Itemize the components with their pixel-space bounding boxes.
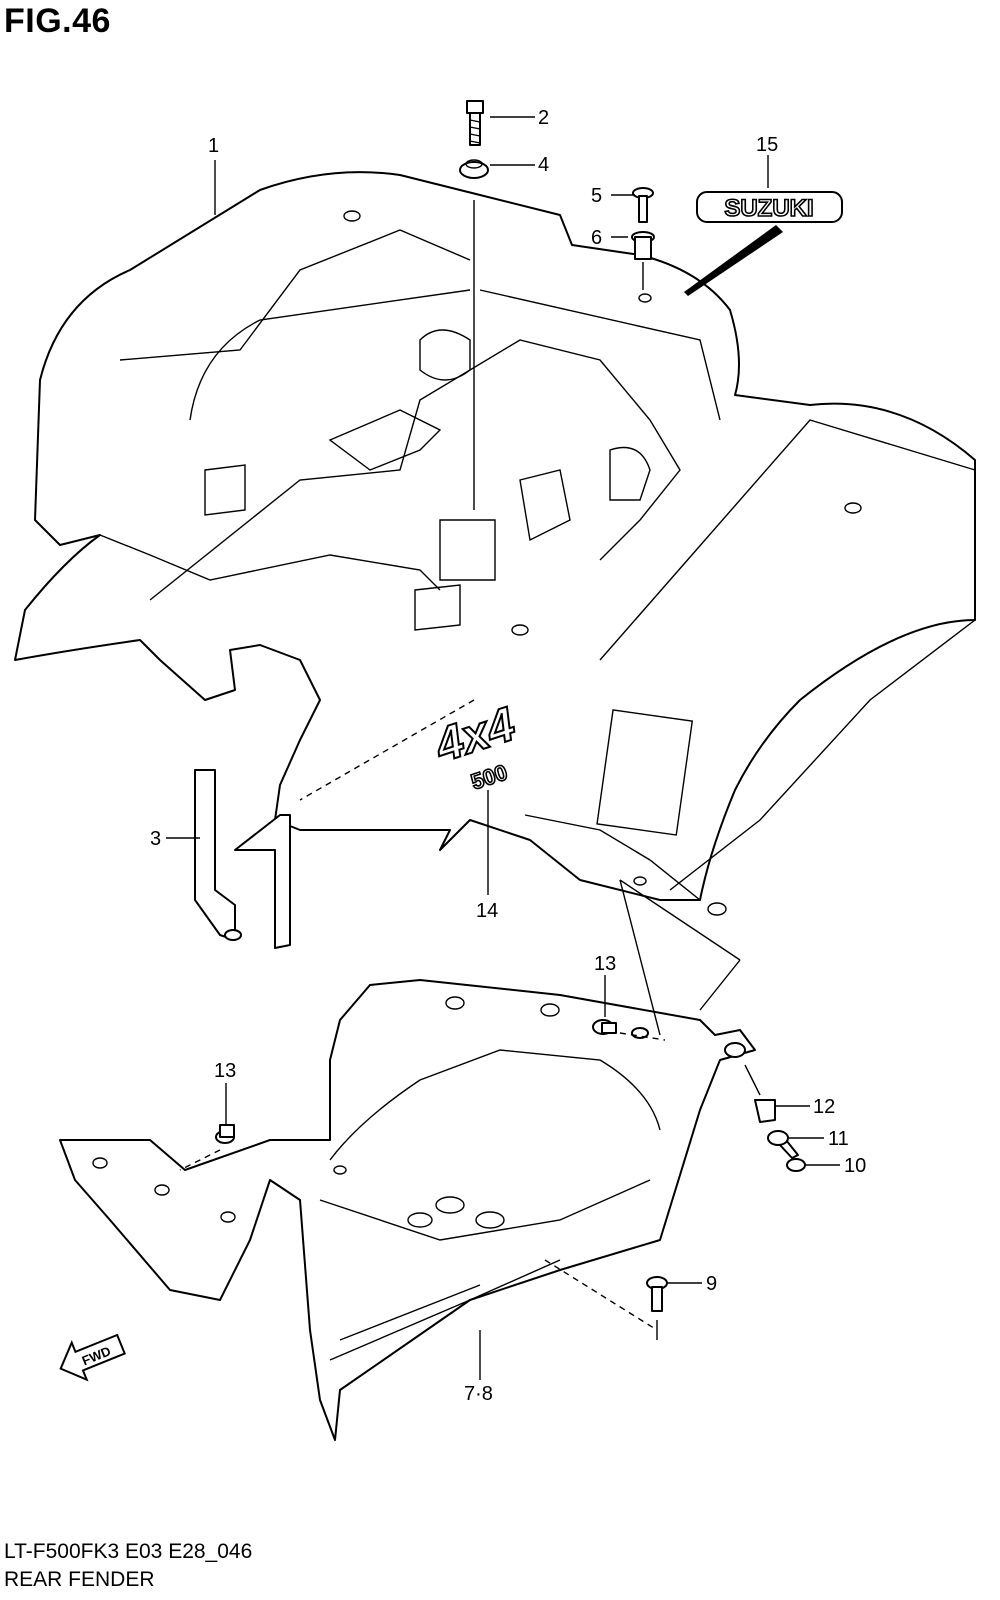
dashed-leaders <box>179 699 666 1331</box>
screw-part-5 <box>632 187 654 223</box>
figure-title: FIG.46 <box>4 2 111 40</box>
grommet-part-4 <box>459 159 489 179</box>
callout-12: 12 <box>813 1096 835 1118</box>
callout-13-upper: 13 <box>594 953 616 975</box>
bracket-part-3 <box>194 769 291 949</box>
figure-name: REAR FENDER <box>4 1568 155 1591</box>
bolt-part-9 <box>646 1276 668 1312</box>
leader-lines <box>166 116 840 1380</box>
collar-part-12 <box>754 1099 776 1123</box>
callout-1: 1 <box>208 135 219 157</box>
bolt-part-13-lower <box>215 1124 235 1144</box>
collar-part-6 <box>631 231 655 260</box>
washer-part-11 <box>767 1130 789 1146</box>
fwd-arrow-icon: FWD <box>59 1333 126 1382</box>
callout-14: 14 <box>476 900 498 922</box>
suzuki-emblem-text: SUZUKI <box>724 195 813 222</box>
suzuki-emblem-part-15: SUZUKI <box>684 191 843 296</box>
bolt-part-2 <box>466 100 484 146</box>
callout-9: 9 <box>706 1273 717 1295</box>
callout-7-8: 7·8 <box>464 1383 493 1405</box>
callout-15: 15 <box>756 134 778 156</box>
callout-6: 6 <box>591 227 602 249</box>
bolt-part-13-upper <box>592 1019 617 1035</box>
callout-4: 4 <box>538 154 549 176</box>
callout-3: 3 <box>150 828 161 850</box>
callout-11: 11 <box>828 1128 849 1150</box>
callout-labels: 1 2 4 5 6 15 3 14 13 13 12 11 10 9 7·8 <box>150 107 866 1405</box>
lower-fender-part-7-8 <box>59 979 756 1441</box>
callout-5: 5 <box>591 185 602 207</box>
model-code: LT-F500FK3 E03 E28_046 <box>4 1540 253 1563</box>
callout-2: 2 <box>538 107 549 129</box>
callout-13-lower: 13 <box>214 1060 236 1082</box>
rear-fender-part-1 <box>14 171 976 916</box>
callout-10: 10 <box>844 1155 866 1177</box>
